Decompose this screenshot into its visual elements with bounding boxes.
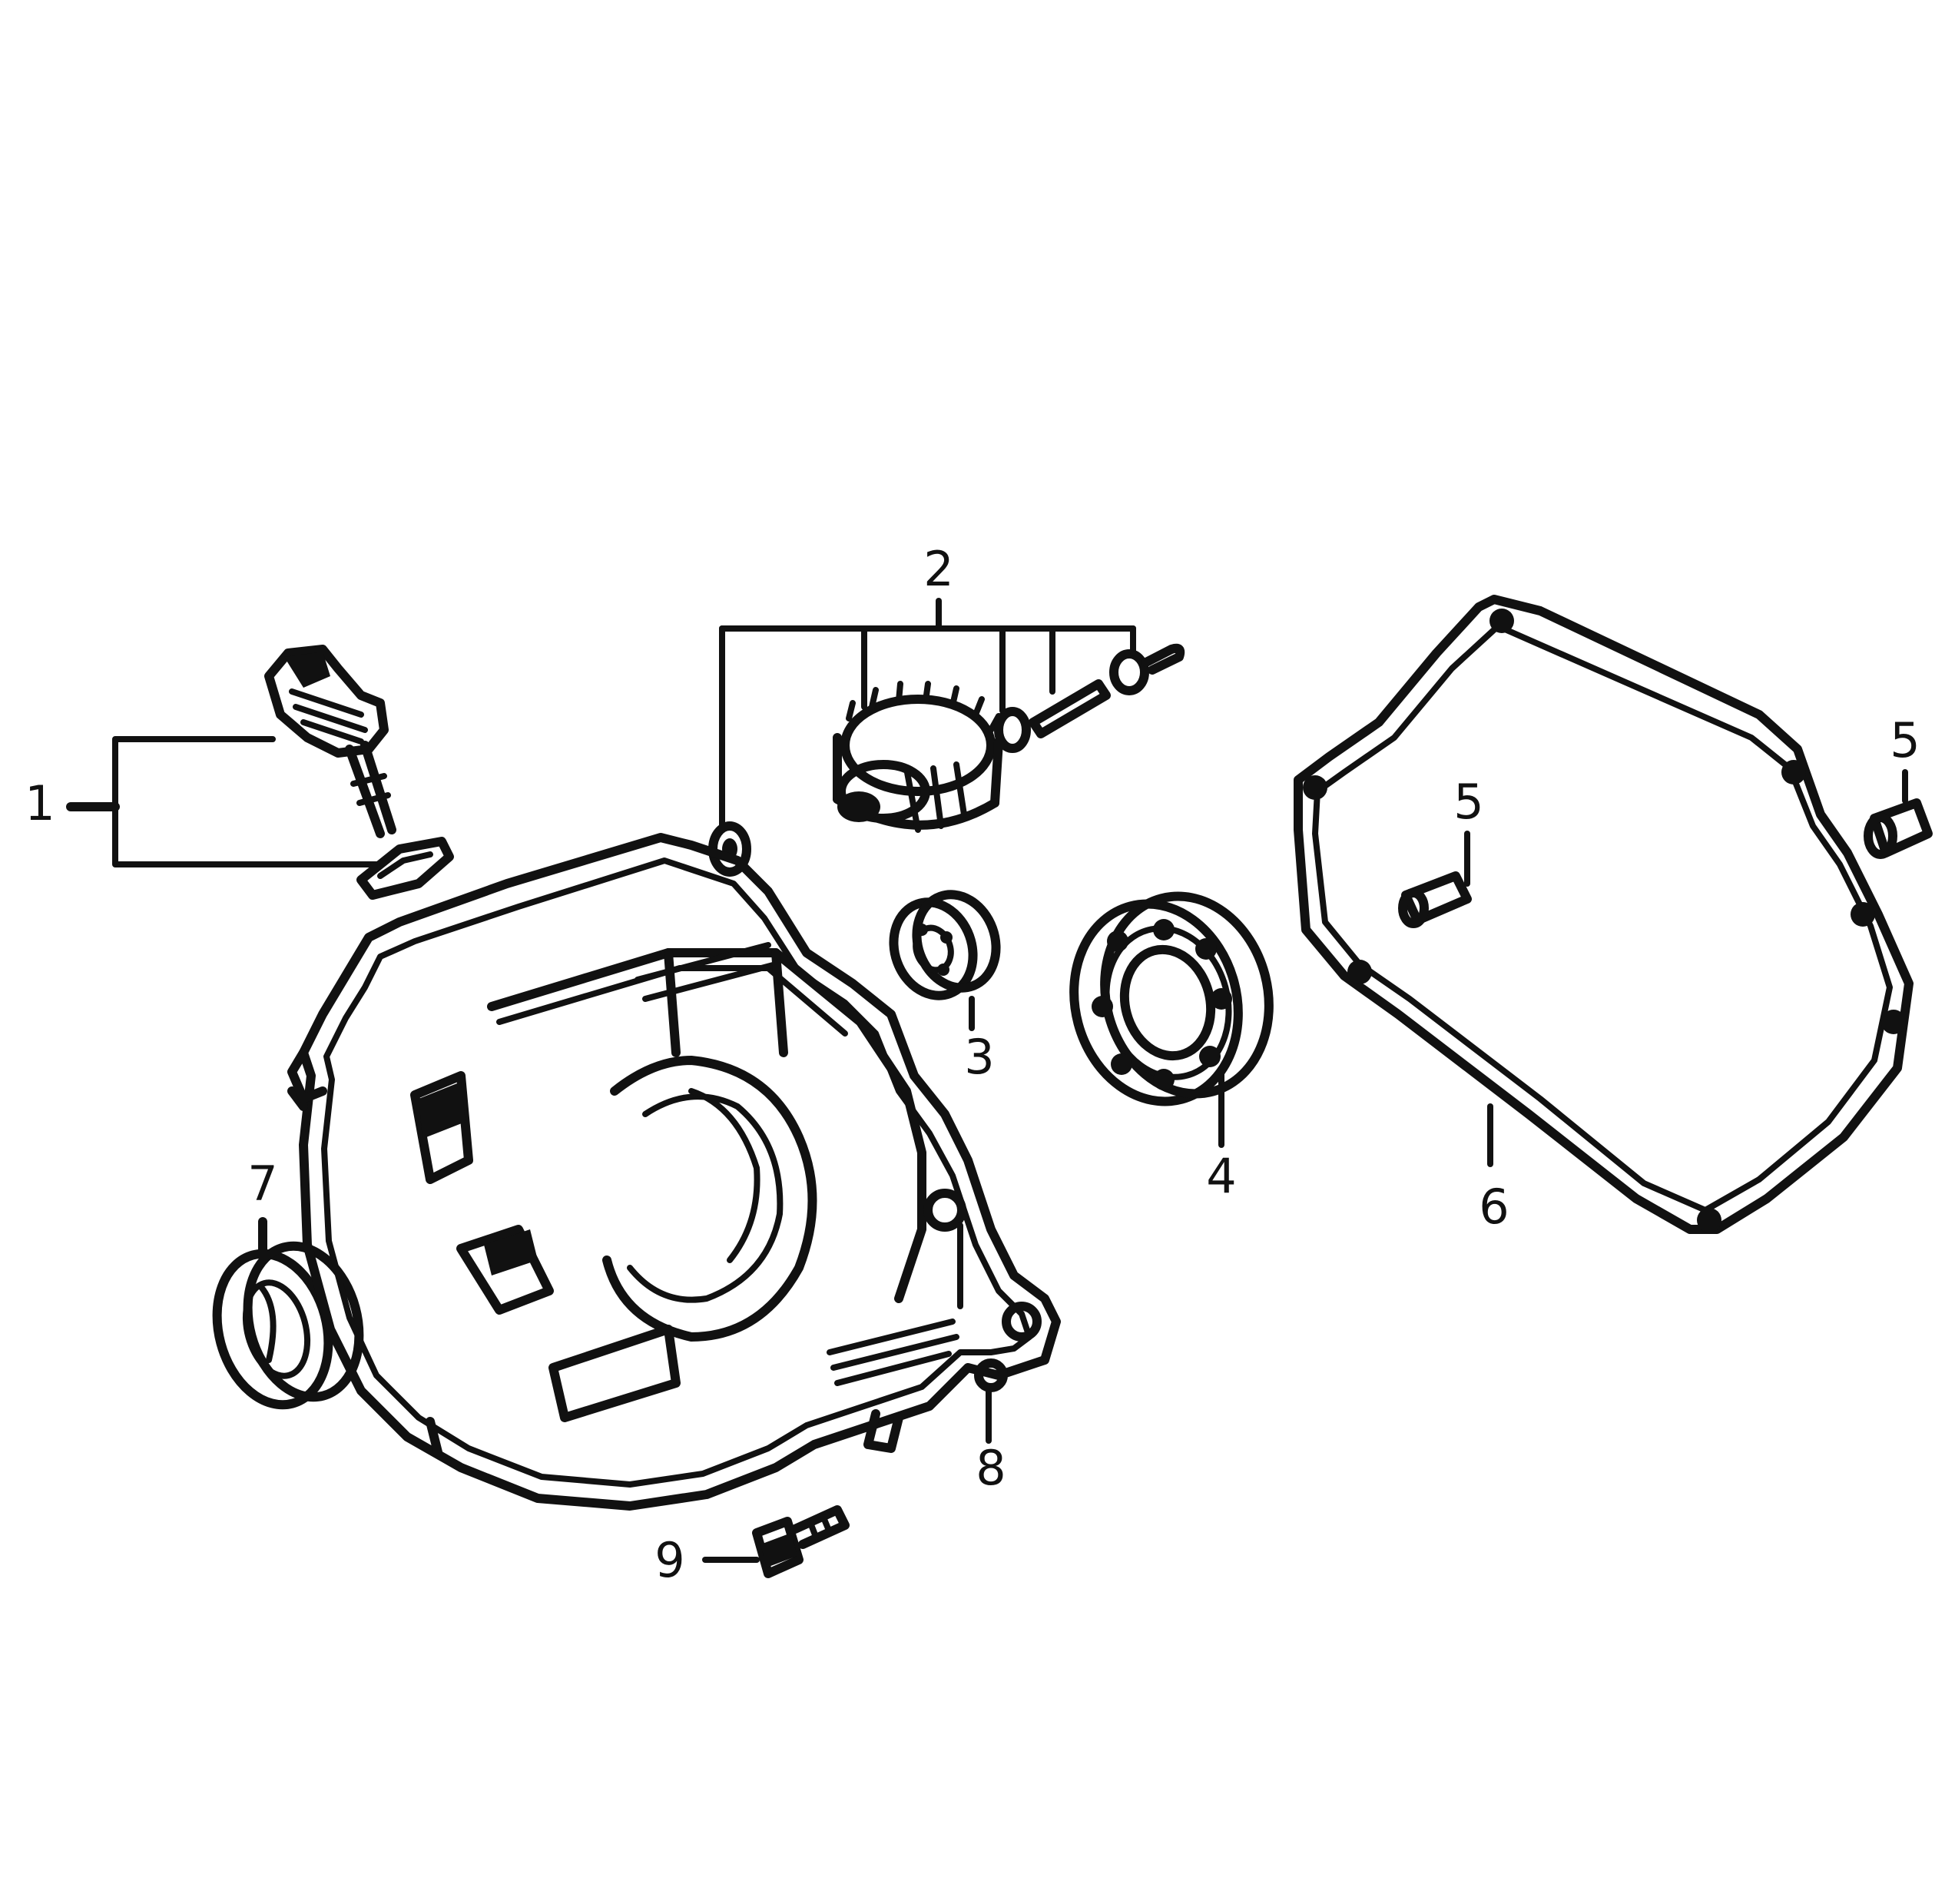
o-ring-part [356,837,454,900]
governor-gear-part [833,681,1003,833]
washer-small-part-mid [994,707,1031,753]
drain-bolt-part [702,1505,850,1578]
oil-sensor-part [264,645,396,838]
small-bearing-part [889,890,1001,1031]
callout-label-9: 9 [654,1532,684,1588]
callout-label-4: 4 [1206,1148,1236,1204]
callout-label-2: 2 [923,541,953,597]
callout-label-3: 3 [964,1029,994,1085]
callout-label-7: 7 [247,1156,277,1212]
callout-label-5-middle: 5 [1453,774,1483,830]
crankcase-cover-part [287,833,1061,1511]
large-bearing-part [1069,891,1274,1148]
callout-label-5-right: 5 [1890,712,1920,768]
shaft-pin-part [1029,679,1111,738]
dowel-pin-part-middle [1398,831,1472,928]
callout-label-6: 6 [1479,1179,1509,1235]
callout-label-8: 8 [976,1440,1006,1496]
clip-part [1109,643,1185,695]
callout-label-1: 1 [25,775,55,831]
callout-1-bracket [66,736,379,867]
callout-2-bracket [719,598,1136,833]
gasket-part [1294,595,1914,1234]
oil-seal-part [212,1217,364,1410]
dowel-pin-part-right [1864,769,1933,859]
